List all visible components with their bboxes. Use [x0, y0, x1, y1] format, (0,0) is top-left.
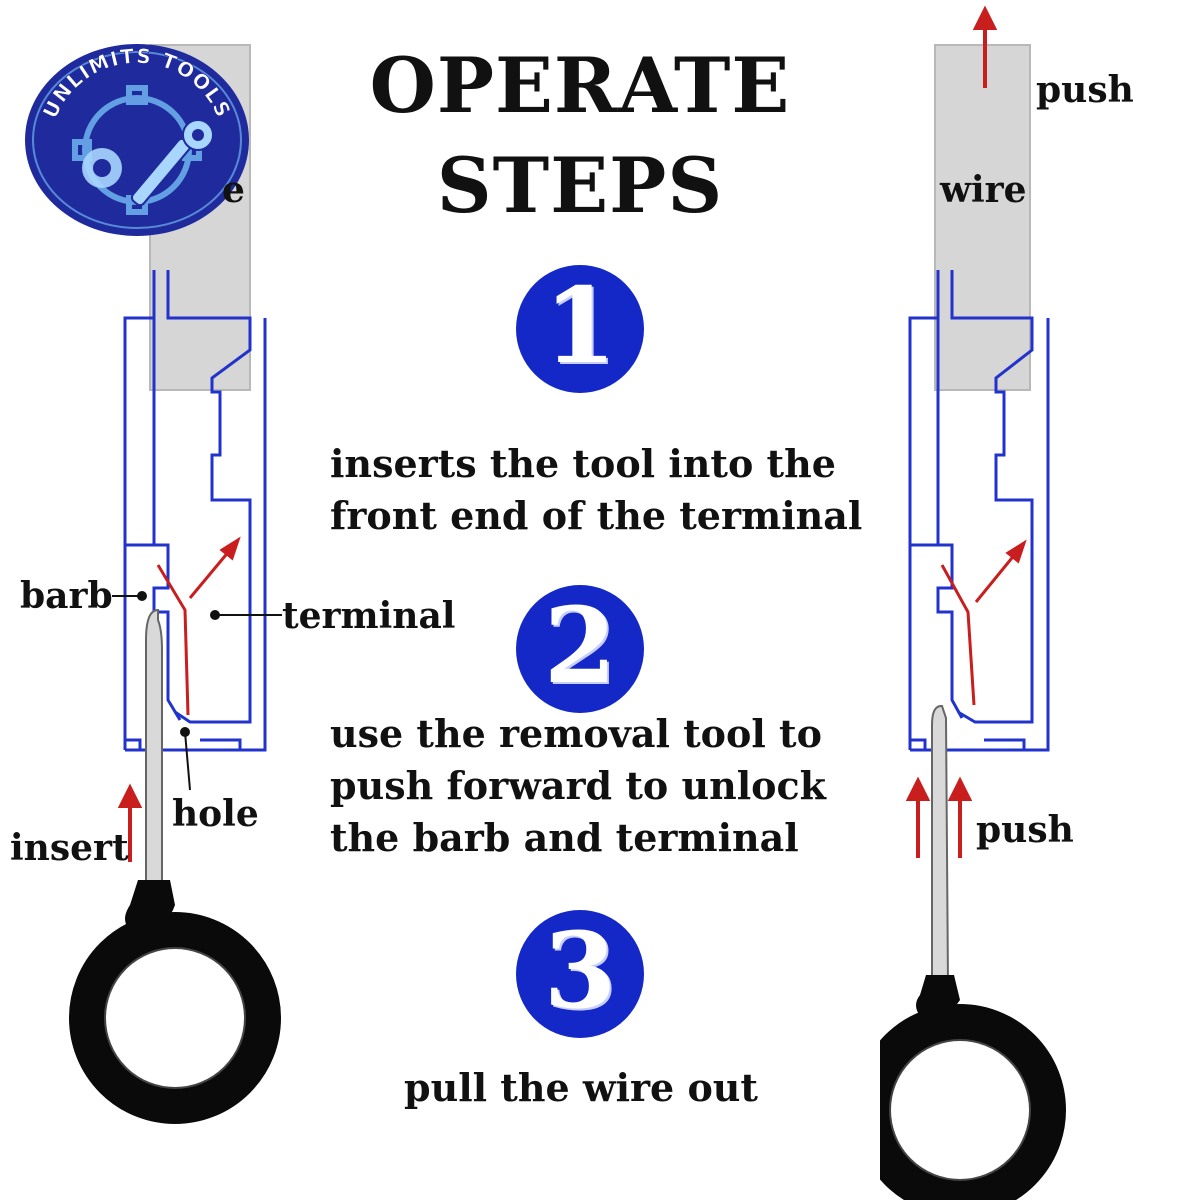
- step-2-badge: 2: [516, 585, 644, 713]
- left-tool-ring: [69, 912, 281, 1124]
- right-terminal-diagram: [880, 5, 1066, 1200]
- step-3-text: pull the wire out: [404, 1065, 758, 1110]
- right-housing-outline: [908, 270, 1050, 752]
- right-tool-shaft: [931, 704, 950, 986]
- right-tool-ring: [880, 1004, 1066, 1200]
- page-title-line2: STEPS: [436, 141, 724, 230]
- terminal-label: terminal: [282, 595, 456, 637]
- left-tool-shaft: [145, 608, 163, 893]
- left-housing-outline: [123, 270, 267, 752]
- hole-label: hole: [172, 793, 259, 835]
- right-up-right-arrow: [974, 539, 1027, 603]
- right-red-barb-line: [940, 564, 976, 706]
- push-label-top: push: [1036, 69, 1134, 111]
- step-1-badge: 1: [516, 265, 644, 393]
- right-wire: [934, 44, 1031, 391]
- step-3-badge: 3: [516, 910, 644, 1038]
- page-title-line1: OPERATE: [369, 41, 791, 130]
- insert-arrow: [117, 783, 143, 862]
- left-wire-label-partial: e: [222, 169, 245, 211]
- step-1-text: inserts the tool into the front end of t…: [330, 441, 863, 538]
- insert-label: insert: [10, 827, 129, 869]
- left-up-right-arrow: [188, 536, 241, 599]
- left-red-barb-line: [156, 564, 190, 716]
- wire-label: wire: [940, 169, 1027, 211]
- barb-label: barb: [20, 575, 113, 617]
- push-label-bottom: push: [976, 809, 1074, 851]
- unlimits-tools-logo: UNLIMITS TOOLS: [25, 43, 249, 236]
- push-arrows-bottom: [905, 776, 973, 858]
- push-arrow-top: [972, 5, 998, 88]
- step-2-text: use the removal tool to push forward to …: [330, 711, 826, 860]
